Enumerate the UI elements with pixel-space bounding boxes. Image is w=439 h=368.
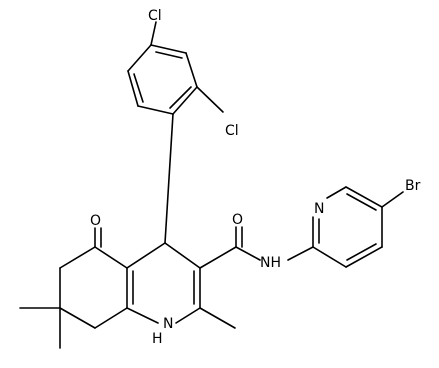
bond [127, 70, 139, 107]
atom-label-amide-nh: NH [260, 255, 281, 271]
bond [326, 186, 347, 199]
atom-label-pyridine-n: N [314, 201, 324, 217]
bond [150, 21, 157, 46]
bond [164, 113, 174, 244]
bond [346, 243, 377, 261]
atom-label-ring-n: N [163, 316, 173, 332]
bond [287, 246, 314, 261]
bond [175, 307, 201, 324]
bond [312, 246, 347, 268]
bond [94, 246, 128, 269]
bond [199, 246, 237, 269]
amide-group [199, 226, 314, 269]
bond [164, 242, 201, 269]
bond [137, 105, 174, 115]
bond [150, 44, 187, 54]
atom-label-cl-top: Cl [148, 8, 162, 24]
bond [345, 246, 383, 268]
atom-label-br: Br [405, 178, 421, 194]
atom-label-cl-right: Cl [225, 123, 239, 139]
bond [196, 86, 224, 113]
bond [199, 307, 236, 329]
bond [126, 242, 166, 269]
bond [381, 191, 404, 208]
bond [59, 246, 96, 269]
bond [169, 86, 192, 109]
bond [94, 307, 128, 329]
bromopyridine-ring [312, 186, 404, 268]
bond [59, 307, 96, 329]
atom-label-amide-o: O [232, 212, 243, 228]
bond [155, 51, 183, 59]
bond [346, 193, 377, 211]
atom-label-ketone-o: O [90, 213, 101, 229]
dichlorophenyl-ring [127, 21, 224, 115]
quinoline-core [19, 113, 236, 349]
bond [127, 44, 152, 72]
bond [172, 86, 198, 115]
bond [345, 186, 383, 208]
bond [126, 307, 159, 324]
atom-label-ring-nh: H [152, 331, 163, 347]
bond [133, 73, 144, 103]
atom-labels: Cl Cl O O NH H N N Br [90, 8, 421, 347]
bond [185, 52, 198, 88]
bond [235, 246, 261, 261]
